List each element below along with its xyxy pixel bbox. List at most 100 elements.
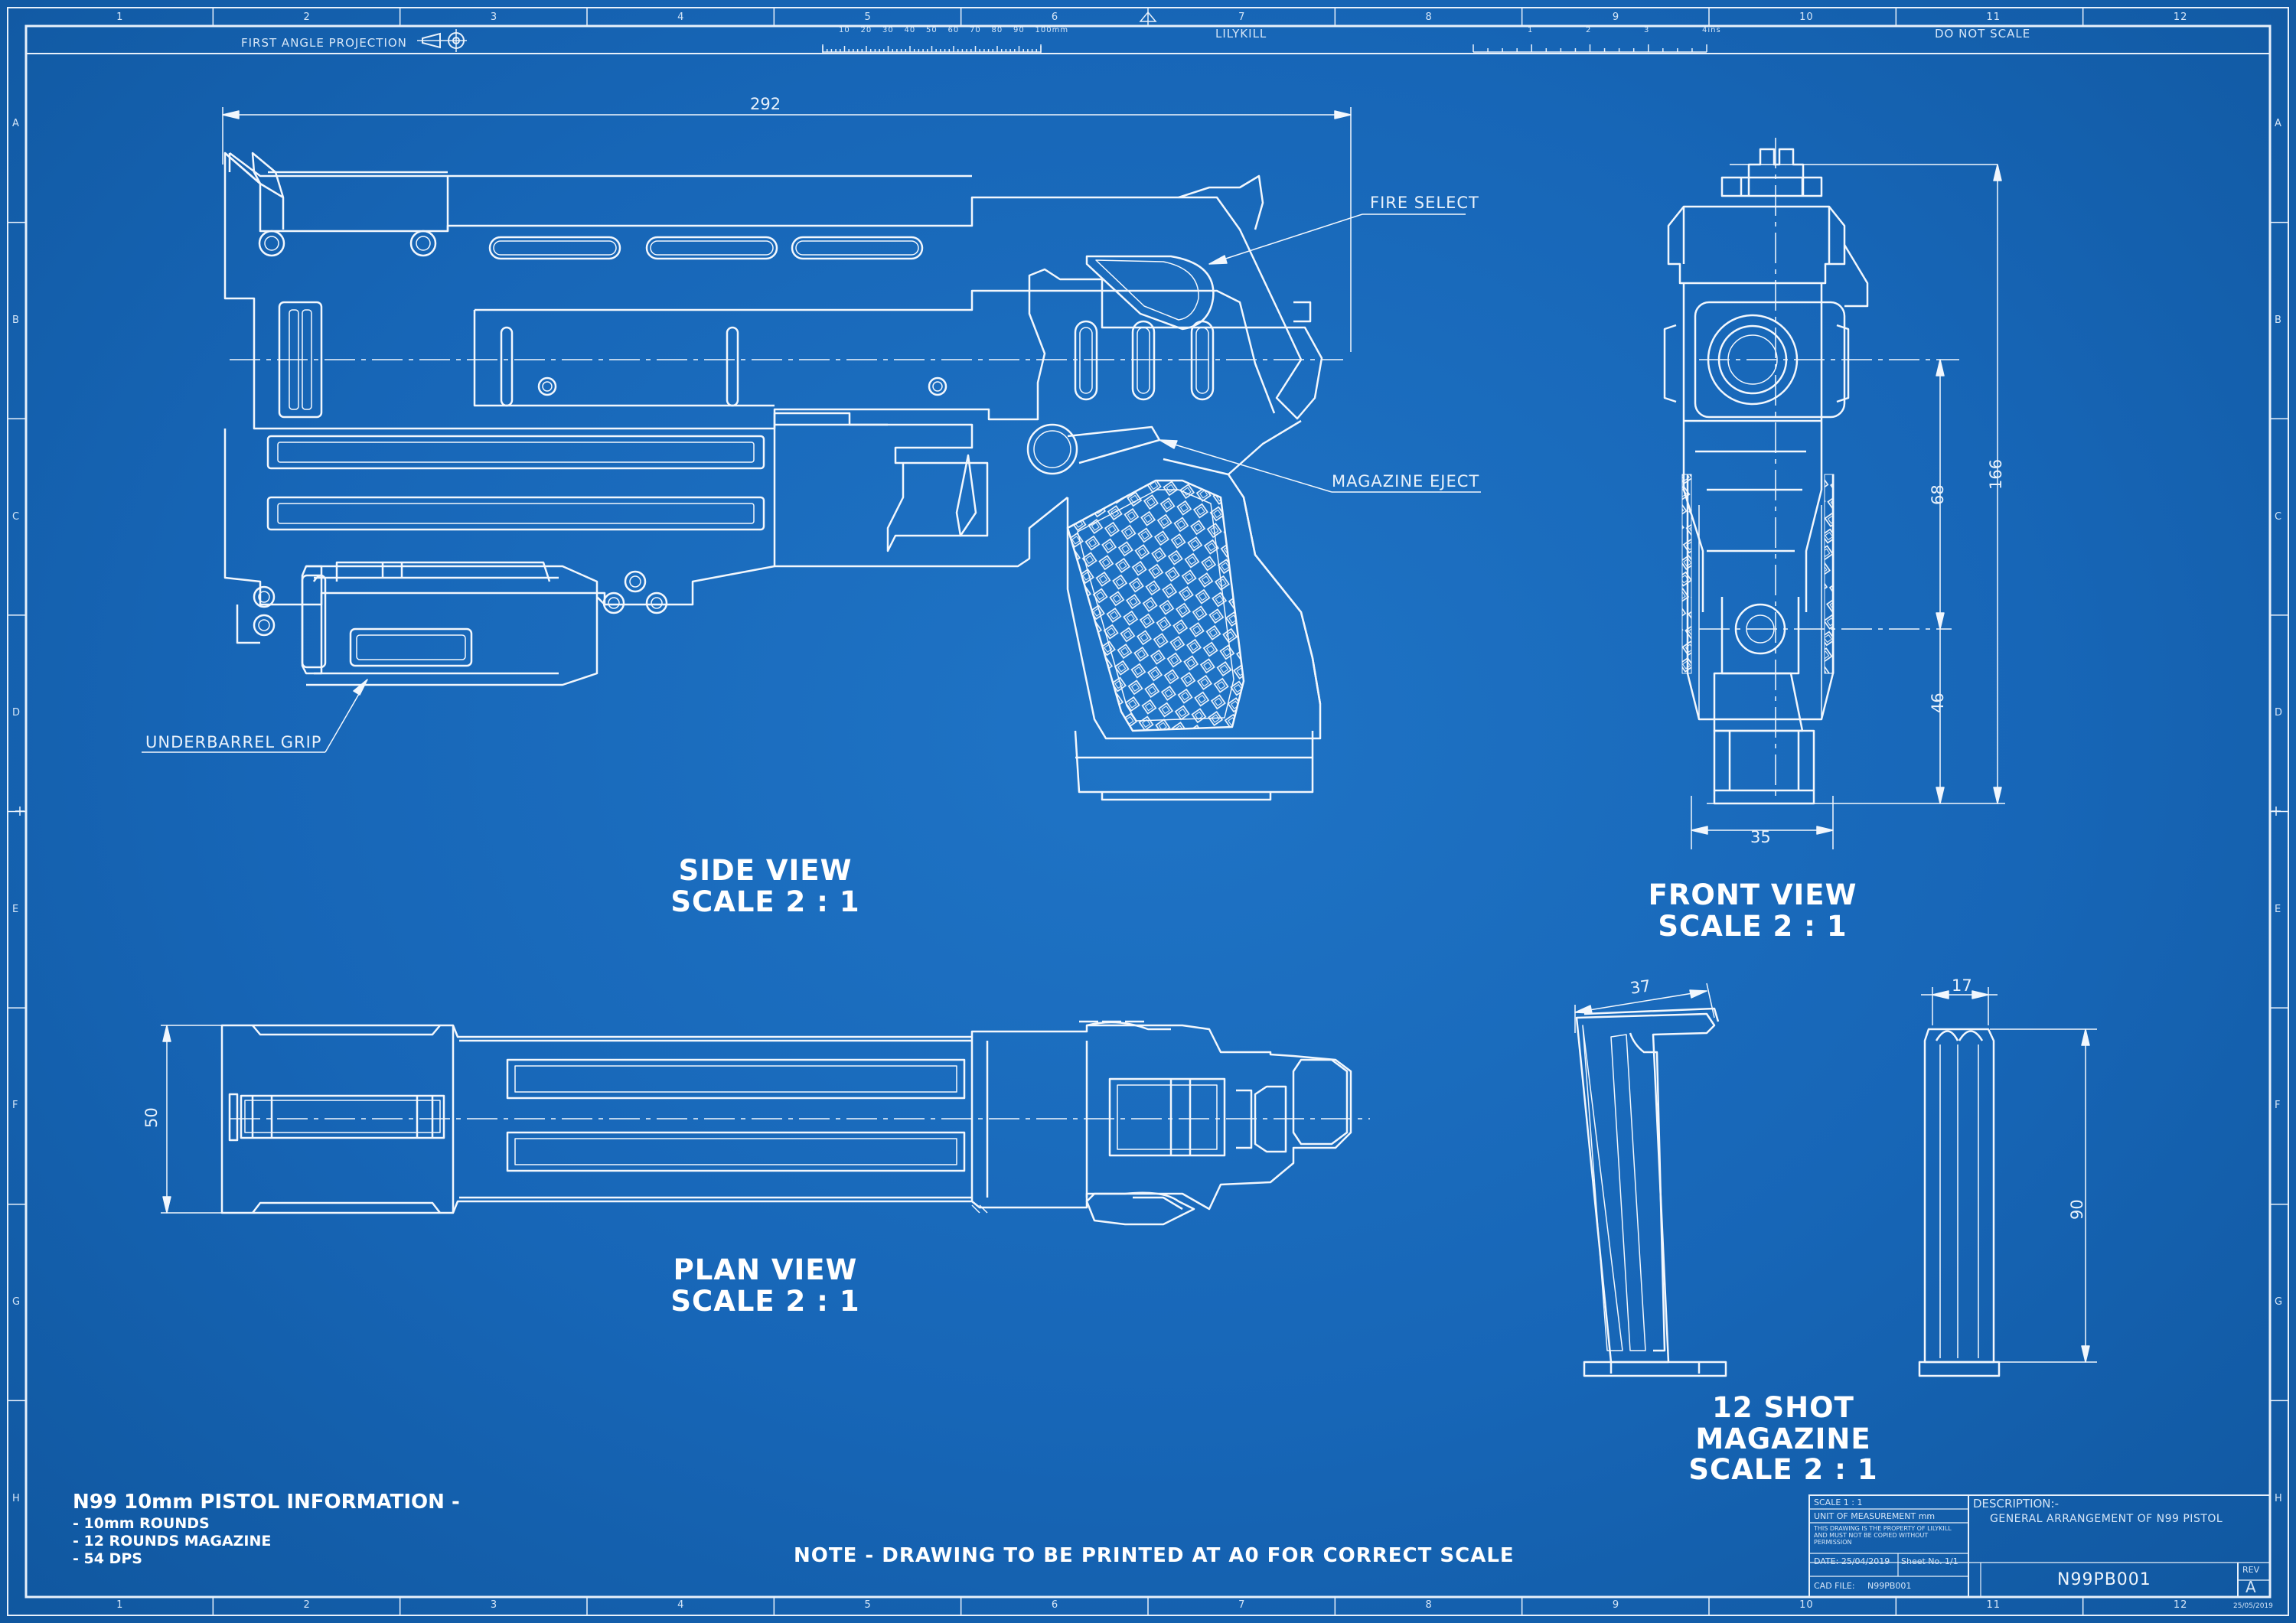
grid-row-letter: F (2275, 1100, 2281, 1112)
grid-row-letter: G (12, 1296, 21, 1309)
grid-column-number: 6 (1051, 11, 1059, 23)
grid-row-letter: G (2275, 1296, 2284, 1309)
grid-column-number: 7 (1238, 1599, 1246, 1611)
dim-front-total: 166 (1987, 458, 2005, 490)
plan-view-scale: SCALE 2 : 1 (670, 1284, 860, 1318)
underbarrel-grip-callout: UNDERBARREL GRIP (145, 733, 322, 751)
tb-rev: A (2245, 1578, 2256, 1596)
mm-scale-label: 30 (882, 26, 894, 34)
title-block (1808, 1494, 2271, 1598)
grid-row-letter: A (12, 118, 20, 130)
grid-column-number: 4 (677, 11, 685, 23)
grid-column-number: 1 (116, 1599, 124, 1611)
grid-column-number: 7 (1238, 11, 1246, 23)
magazine-view-title: 12 SHOT MAGAZINE SCALE 2 : 1 (1630, 1391, 1936, 1487)
grid-column-number: 5 (864, 11, 872, 23)
grid-column-number: 3 (490, 1599, 498, 1611)
grid-column-number: 9 (1612, 11, 1620, 23)
mm-scale-ruler (822, 44, 1042, 54)
side-view-name: SIDE VIEW (678, 854, 853, 887)
tb-footer-date: 25/05/2019 (2233, 1602, 2273, 1610)
inch-scale-label: 3 (1644, 26, 1650, 34)
grid-row-letter: F (12, 1100, 19, 1112)
grid-column-number: 5 (864, 1599, 872, 1611)
plan-view-drawing (161, 1020, 1370, 1226)
print-note: NOTE - DRAWING TO BE PRINTED AT A0 FOR C… (794, 1544, 1515, 1567)
magazine-drawing (1574, 983, 2097, 1377)
inch-scale-label: 1 (1528, 26, 1534, 34)
magazine-view-name: 12 SHOT MAGAZINE (1695, 1391, 1871, 1455)
grid-column-number: 2 (303, 11, 311, 23)
side-view-title: SIDE VIEW SCALE 2 : 1 (628, 855, 903, 917)
tb-date: DATE: 25/04/2019 (1814, 1556, 1890, 1566)
grid-column-number: 4 (677, 1599, 685, 1611)
tb-cad-value: N99PB001 (1867, 1581, 1912, 1591)
grid-row-letter: H (12, 1492, 21, 1504)
mm-scale-label: 100mm (1035, 26, 1069, 34)
inch-scale-label: 2 (1586, 26, 1592, 34)
magazine-view-scale: SCALE 2 : 1 (1688, 1453, 1878, 1487)
grid-column-number: 8 (1425, 1599, 1433, 1611)
fire-select-callout: FIRE SELECT (1370, 194, 1479, 212)
grid-row-letter: D (12, 707, 21, 719)
grid-row-letter: D (2275, 707, 2284, 719)
mm-scale-label: 90 (1013, 26, 1025, 34)
grid-row-letter: C (2275, 510, 2283, 523)
dim-mag-depth: 37 (1629, 976, 1652, 998)
grid-row-letter: B (2275, 314, 2282, 326)
mm-scale-label: 20 (860, 26, 872, 34)
grid-column-number: 8 (1425, 11, 1433, 23)
projection-label: FIRST ANGLE PROJECTION (241, 36, 407, 50)
front-view-name: FRONT VIEW (1648, 878, 1857, 911)
tb-property: THIS DRAWING IS THE PROPERTY OF LILYKILL… (1814, 1525, 1952, 1546)
grid-column-number: 9 (1612, 1599, 1620, 1611)
grid-column-number: 10 (1799, 1599, 1814, 1611)
tb-scale: SCALE 1 : 1 (1814, 1498, 1863, 1507)
tb-drawing-number: N99PB001 (2057, 1570, 2151, 1589)
dim-front-lower: 46 (1929, 693, 1947, 713)
tb-description-label: DESCRIPTION:- (1973, 1497, 2059, 1511)
plan-view-name: PLAN VIEW (673, 1253, 858, 1286)
tb-rev-label: REV (2242, 1565, 2260, 1575)
dim-side-length: 292 (750, 95, 781, 113)
mm-scale-label: 10 (839, 26, 850, 34)
grid-row-letter: A (2275, 118, 2282, 130)
front-view-drawing (1663, 138, 2005, 849)
magazine-eject-callout: MAGAZINE EJECT (1332, 472, 1480, 490)
grid-row-letter: B (12, 314, 20, 326)
front-view-scale: SCALE 2 : 1 (1658, 909, 1848, 943)
info-title: N99 10mm PISTOL INFORMATION - (73, 1491, 460, 1514)
dim-mag-height: 90 (2068, 1199, 2086, 1220)
do-not-scale-label: DO NOT SCALE (1935, 27, 2031, 41)
tb-unit: UNIT OF MEASUREMENT mm (1814, 1511, 1936, 1521)
grid-column-number: 10 (1799, 11, 1814, 23)
grid-row-letter: C (12, 510, 21, 523)
projection-symbol (417, 29, 467, 52)
inch-scale-ruler (1473, 44, 1707, 53)
grid-column-number: 2 (303, 1599, 311, 1611)
dim-plan-width: 50 (142, 1107, 161, 1128)
side-view-scale: SCALE 2 : 1 (670, 885, 860, 918)
grid-column-number: 1 (116, 11, 124, 23)
front-view-title: FRONT VIEW SCALE 2 : 1 (1615, 878, 1890, 943)
info-line-1: - 10mm ROUNDS (73, 1515, 210, 1532)
grid-row-letter: E (12, 903, 20, 915)
grid-column-number: 3 (490, 11, 498, 23)
mm-scale-label: 60 (947, 26, 960, 34)
dim-mag-width: 17 (1952, 976, 1972, 995)
tb-cad-label: CAD FILE: (1814, 1581, 1855, 1591)
grid-column-number: 11 (1986, 11, 2001, 23)
author-label: LILYKILL (1215, 27, 1267, 41)
tb-sheet: Sheet No. 1/1 (1901, 1556, 1958, 1566)
inch-scale-label: 4ins (1702, 26, 1721, 34)
dim-front-width: 35 (1750, 828, 1771, 846)
plan-view-title: PLAN VIEW SCALE 2 : 1 (628, 1253, 903, 1318)
mm-scale-label: 40 (904, 26, 916, 34)
grid-column-number: 12 (2173, 11, 2188, 23)
grid-column-number: 6 (1051, 1599, 1059, 1611)
side-view-drawing (142, 107, 1481, 801)
mm-scale-label: 80 (991, 26, 1003, 34)
grid-column-number: 11 (1986, 1599, 2001, 1611)
